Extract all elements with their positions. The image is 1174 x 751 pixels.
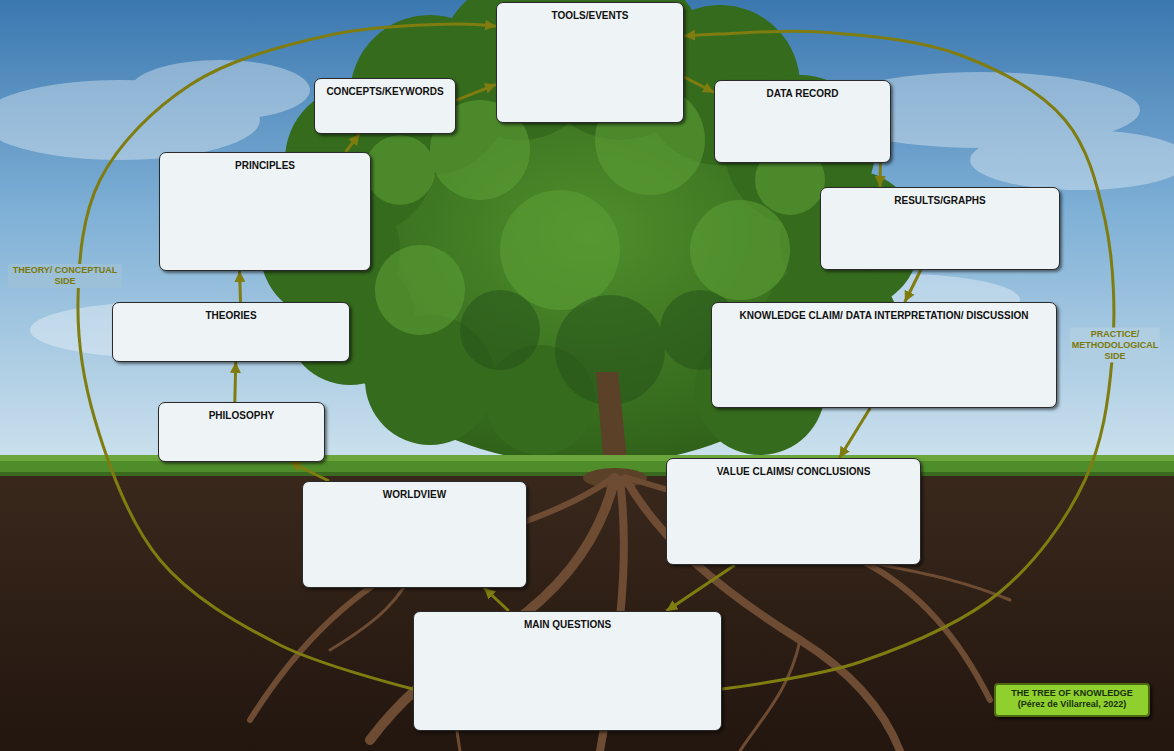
tree-canopy bbox=[460, 290, 540, 370]
box-heading: THEORIES bbox=[119, 310, 343, 322]
title-text: THE TREE OF KNOWLEDGE (Pérez de Villarre… bbox=[1000, 688, 1144, 710]
flow-arrow bbox=[238, 271, 242, 302]
box-heading: DATA RECORD bbox=[721, 88, 884, 100]
loop-arrow bbox=[684, 31, 1114, 689]
flow-arrow bbox=[684, 77, 714, 92]
box-heading: TOOLS/EVENTS bbox=[503, 10, 677, 22]
box-heading: CONCEPTS/KEYWORDS bbox=[321, 86, 449, 98]
tree-canopy bbox=[375, 245, 465, 335]
question-box: MAIN QUESTIONS bbox=[413, 611, 722, 731]
tree-canopy bbox=[365, 135, 435, 205]
philosophy-box: PHILOSOPHY bbox=[158, 402, 325, 462]
box-heading: PRINCIPLES bbox=[166, 160, 364, 172]
flow-arrow bbox=[456, 84, 496, 100]
results-box: RESULTS/GRAPHS bbox=[820, 187, 1060, 270]
value-box: VALUE CLAIMS/ CONCLUSIONS bbox=[666, 458, 921, 565]
soil bbox=[0, 470, 1174, 751]
theories-box: THEORIES bbox=[112, 302, 350, 362]
claim-box: KNOWLEDGE CLAIM/ DATA INTERPRETATION/ DI… bbox=[711, 302, 1057, 408]
flow-arrow bbox=[879, 163, 882, 187]
side-label: PRACTICE/ METHODOLOGICAL SIDE bbox=[1070, 328, 1160, 363]
box-heading: VALUE CLAIMS/ CONCLUSIONS bbox=[673, 466, 914, 478]
tree-roots bbox=[740, 640, 800, 751]
loop-arrow bbox=[78, 24, 496, 689]
box-heading: RESULTS/GRAPHS bbox=[827, 195, 1053, 207]
flow-arrow bbox=[290, 462, 329, 481]
flow-arrow bbox=[905, 270, 921, 302]
flow-arrow bbox=[666, 565, 734, 611]
tree-canopy bbox=[690, 200, 790, 300]
concept-box: CONCEPTS/KEYWORDS bbox=[314, 78, 456, 134]
box-heading: PHILOSOPHY bbox=[165, 410, 318, 422]
tools-box: TOOLS/EVENTS bbox=[496, 2, 684, 123]
data-box: DATA RECORD bbox=[714, 80, 891, 163]
flow-arrow bbox=[346, 134, 360, 152]
cloud bbox=[970, 130, 1174, 190]
flow-arrow bbox=[484, 588, 509, 611]
flow-arrow bbox=[233, 362, 237, 402]
flow-arrow bbox=[839, 408, 870, 458]
box-heading: MAIN QUESTIONS bbox=[420, 619, 715, 631]
title-badge: THE TREE OF KNOWLEDGE (Pérez de Villarre… bbox=[994, 683, 1150, 717]
tree-roots bbox=[860, 560, 1010, 600]
soil bbox=[0, 470, 1174, 751]
box-heading: KNOWLEDGE CLAIM/ DATA INTERPRETATION/ DI… bbox=[718, 310, 1050, 322]
tree-canopy bbox=[500, 190, 620, 310]
box-heading: WORLDVIEW bbox=[309, 489, 520, 501]
principles-box: PRINCIPLES bbox=[159, 152, 371, 271]
side-label: THEORY/ CONCEPTUAL SIDE bbox=[8, 264, 122, 288]
worldview-box: WORLDVIEW bbox=[302, 481, 527, 588]
